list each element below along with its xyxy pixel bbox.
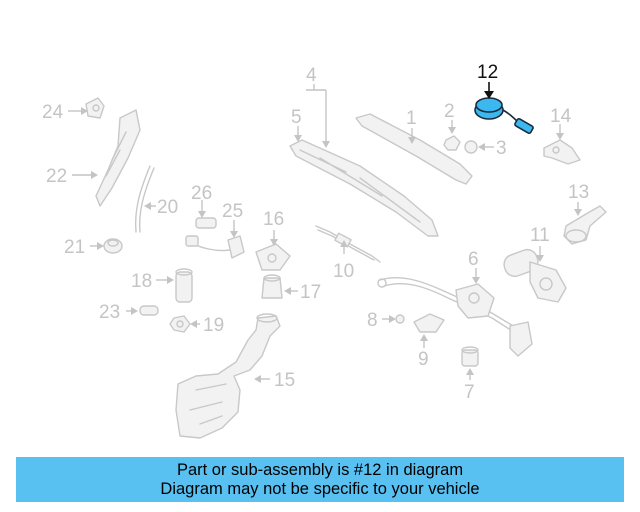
callout-4: 4: [306, 65, 317, 86]
callout-17: 17: [300, 282, 321, 303]
part-2-nut: 2: [443, 101, 461, 151]
callout-12: 12: [477, 62, 498, 83]
callout-13: 13: [568, 182, 589, 203]
part-9-bracket: 9: [413, 313, 445, 370]
callout-22: 22: [46, 166, 67, 187]
callout-8: 8: [367, 310, 378, 331]
part-16-bracket: 16: [255, 209, 291, 271]
callout-10: 10: [333, 261, 354, 282]
part-3-cap: 3: [464, 138, 507, 159]
part-13-pivot: 13: [563, 182, 607, 245]
callout-5: 5: [291, 107, 302, 128]
callout-15: 15: [274, 370, 295, 391]
part-23-pipe: 23: [99, 302, 159, 323]
part-4-5-wiper-blade: 4 5: [289, 65, 439, 237]
part-12-highlighted: 12: [474, 62, 534, 135]
callout-9: 9: [418, 349, 429, 370]
part-25-harness: 25: [185, 201, 245, 259]
part-6-linkage: 6: [377, 249, 533, 357]
part-24-clip: 24: [42, 97, 105, 123]
part-20-hose: 20: [134, 165, 178, 233]
part-15-reservoir: 15: [175, 313, 295, 439]
part-26-connector: 26: [191, 183, 217, 229]
part-8-washer: 8: [367, 310, 405, 331]
callout-25: 25: [222, 201, 243, 222]
callout-23: 23: [99, 302, 120, 323]
callout-18: 18: [131, 271, 152, 292]
part-21-grommet: 21: [64, 237, 123, 258]
callout-26: 26: [191, 183, 212, 204]
part-11-motor: 11: [503, 225, 567, 303]
part-1-wiper-arm: 1: [355, 108, 473, 185]
part-17-cap: 17: [261, 274, 321, 303]
part-18-pump: 18: [131, 268, 193, 303]
callout-11: 11: [530, 225, 550, 246]
callout-7: 7: [464, 382, 475, 403]
part-22-cowl-strip: 22: [46, 109, 141, 207]
banner-line-2: Diagram may not be specific to your vehi…: [160, 480, 480, 498]
callout-19: 19: [203, 315, 224, 336]
callout-24: 24: [42, 102, 64, 123]
callout-6: 6: [468, 249, 479, 270]
part-14-bracket: 14: [543, 106, 581, 165]
callout-1: 1: [406, 108, 417, 129]
callout-16: 16: [263, 209, 284, 230]
callout-14: 14: [550, 106, 572, 127]
callout-2: 2: [444, 101, 455, 122]
info-banner: Part or sub-assembly is #12 in diagram D…: [16, 457, 624, 502]
callout-3: 3: [496, 138, 507, 159]
callout-20: 20: [157, 197, 178, 218]
banner-line-1: Part or sub-assembly is #12 in diagram: [176, 461, 464, 479]
part-19-nut: 19: [169, 315, 224, 336]
callout-21: 21: [64, 237, 85, 258]
part-10-rod: 10: [315, 225, 381, 282]
part-7-bushing: 7: [461, 346, 479, 403]
